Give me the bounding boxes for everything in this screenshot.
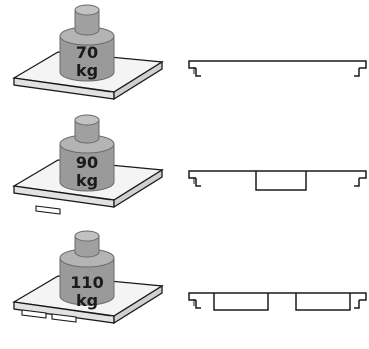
shelf-profile-icon bbox=[188, 170, 367, 191]
weight-unit: kg bbox=[76, 61, 98, 80]
row-90kg: 90 kg bbox=[12, 114, 367, 215]
row-110kg: 110 kg bbox=[12, 230, 367, 325]
weight-unit: kg bbox=[76, 291, 98, 310]
weight-value: 70 bbox=[76, 43, 98, 62]
row-70kg: 70 kg bbox=[12, 4, 367, 101]
weight-icon: 90 kg bbox=[59, 114, 115, 192]
weight-icon: 110 kg bbox=[59, 230, 115, 310]
weight-value: 110 bbox=[70, 273, 103, 292]
weight-unit: kg bbox=[76, 171, 98, 190]
shelf-profile-icon bbox=[188, 60, 367, 77]
weight-icon: 70 kg bbox=[59, 4, 115, 82]
shelf-profile-icon bbox=[188, 292, 367, 311]
weight-value: 90 bbox=[76, 153, 98, 172]
